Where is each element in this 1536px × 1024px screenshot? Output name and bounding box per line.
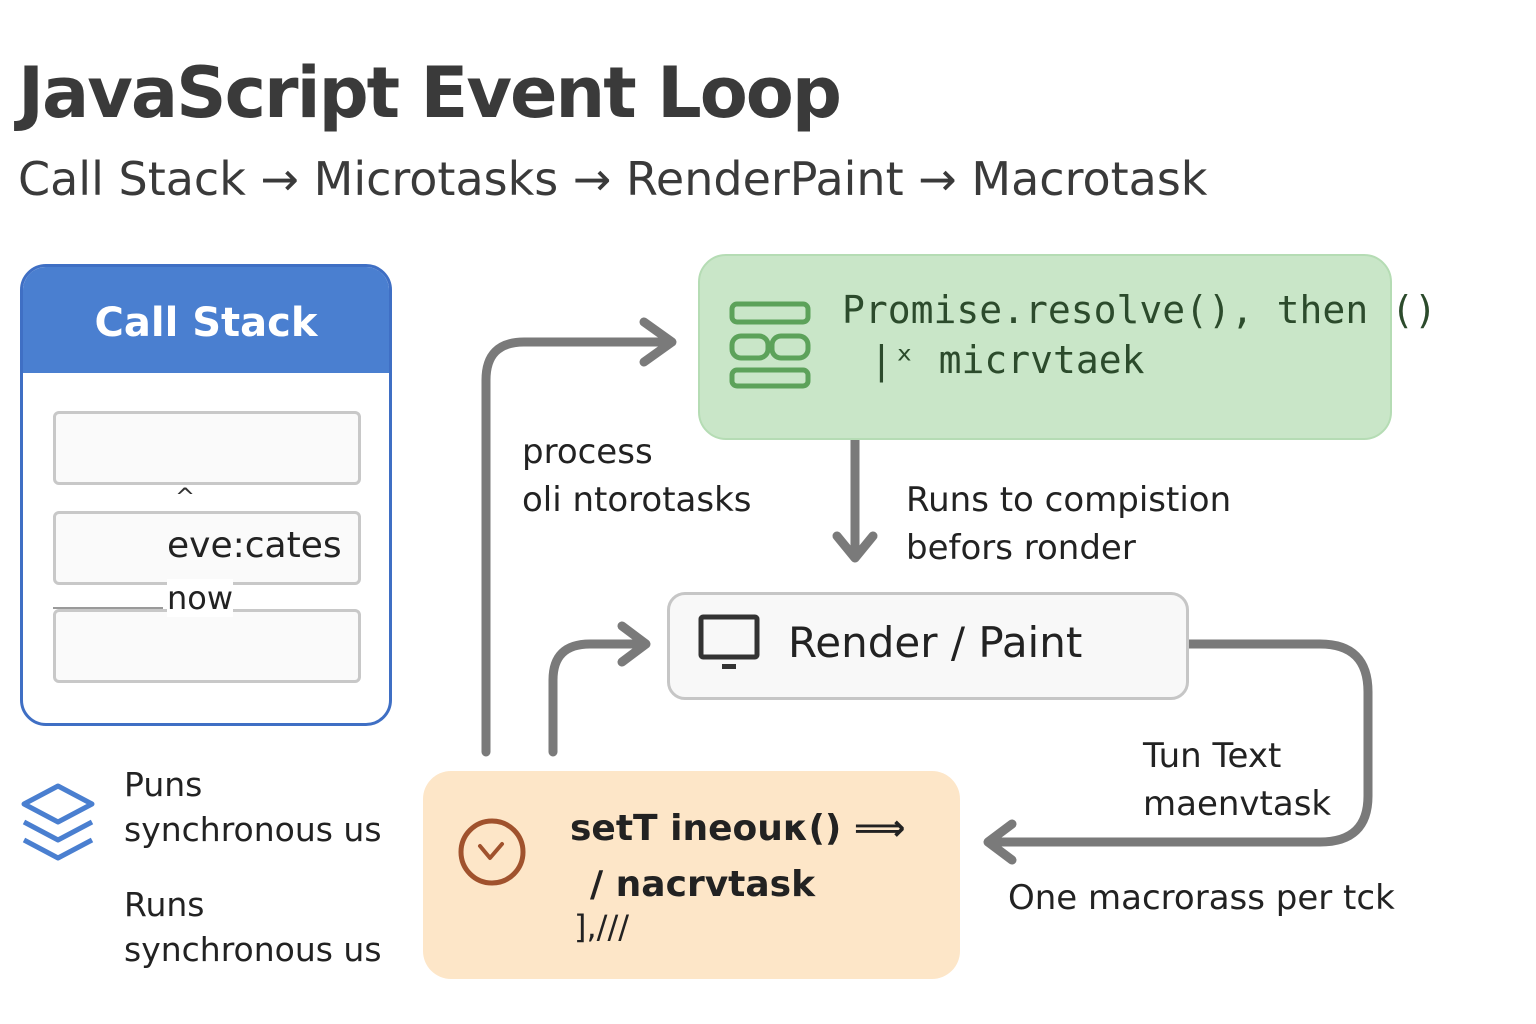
page-subtitle: Call Stack → Microtasks → RenderPaint → … [18, 152, 1208, 206]
sync-note: Runs synchronous us [124, 882, 382, 972]
stack-frame [53, 411, 361, 485]
microtask-caption: |ˣ micrvtaek [870, 338, 1145, 382]
clock-icon [458, 818, 526, 886]
runs-complete-line2: befors ronder [906, 528, 1136, 568]
render-paint-box [667, 592, 1189, 700]
sync-note-line1: Puns [124, 765, 203, 804]
microtask-code: Promise.resolve(), then () [842, 288, 1437, 332]
frame-divider [53, 607, 163, 609]
process-label-line2: oli ntorotasks [522, 480, 752, 520]
call-stack-panel: Call Stack ^ eve:cates now [20, 264, 392, 726]
page-title: JavaScript Event Loop [18, 52, 842, 134]
sync-note-line1: Runs [124, 885, 205, 924]
runs-to-completion-label: Runs to compistion befors ronder [906, 476, 1231, 572]
stack-frame [53, 609, 361, 683]
sync-note: Puns synchronous us [124, 762, 382, 852]
runs-complete-line1: Runs to compistion [906, 480, 1232, 520]
process-microtasks-label: process oli ntorotasks [522, 428, 752, 524]
process-label-line1: process [522, 432, 653, 472]
queue-icon [729, 301, 811, 389]
macrotask-code: setT ineouκ() ⟹ [570, 808, 906, 849]
frame-caret: ^ [175, 483, 196, 511]
macrotask-caption: / nacrvtask [590, 864, 816, 905]
arrowhead-micro [639, 317, 677, 367]
run-next-macrotask-label: Tun Text maenvtask [1143, 732, 1331, 828]
sync-note-line2: synchronous us [124, 930, 382, 969]
one-macrotask-label: One macrorass per tck [1008, 878, 1395, 918]
executes-label: eve:cates [167, 525, 342, 566]
monitor-icon [698, 614, 760, 669]
sync-note-line2: synchronous us [124, 810, 382, 849]
call-stack-header: Call Stack [23, 267, 389, 373]
microtask-box [698, 254, 1392, 440]
arrowhead-render-down [832, 531, 878, 563]
run-next-line1: Tun Text [1143, 736, 1282, 776]
arrow-render-to-macro [987, 639, 1373, 847]
render-paint-label: Render / Paint [788, 618, 1083, 667]
arrow-macro-to-render [548, 639, 647, 757]
arrow-macro-to-micro [481, 337, 673, 757]
now-label: now [167, 579, 234, 617]
arrowhead-render-side [617, 621, 651, 667]
macrotask-extra: ],∕∕/ [574, 908, 629, 946]
layers-icon [21, 783, 95, 861]
run-next-line2: maenvtask [1143, 784, 1332, 824]
arrowhead-macro [983, 819, 1017, 865]
